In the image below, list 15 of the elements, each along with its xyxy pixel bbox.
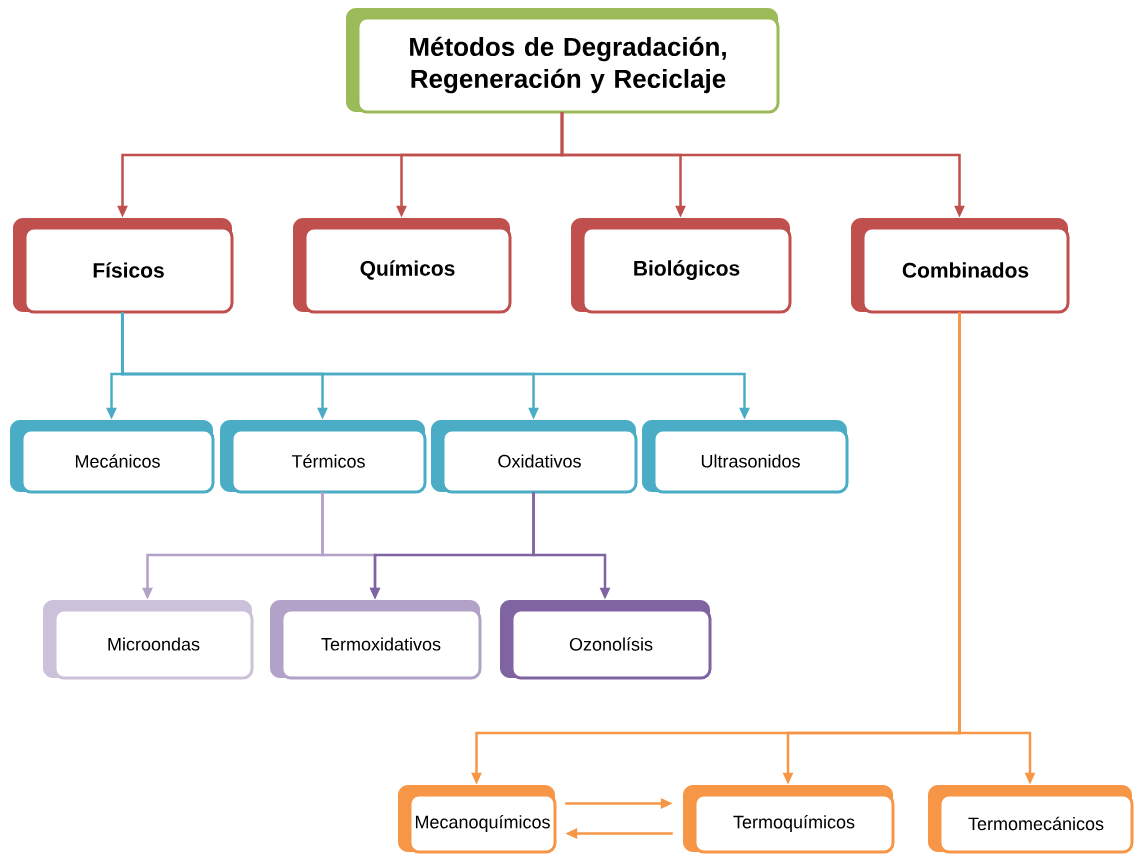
- process-box: Termoxidativos: [270, 600, 482, 680]
- process-box: Mecanoquímicos: [398, 785, 557, 854]
- process-box: Biológicos: [571, 218, 792, 314]
- process-box: Termoquímicos: [683, 785, 895, 854]
- process-box: Microondas: [43, 600, 254, 680]
- process-box: Mecánicos: [10, 420, 215, 494]
- process-box: Químicos: [293, 218, 512, 314]
- process-box: Físicos: [13, 218, 234, 314]
- process-box: Oxidativos: [431, 420, 638, 494]
- process-box: Ozonolísis: [500, 600, 712, 680]
- process-box: Termomecánicos: [928, 785, 1134, 854]
- process-box: Térmicos: [220, 420, 427, 494]
- process-box: Combinados: [851, 218, 1070, 314]
- process-box: Ultrasonidos: [642, 420, 849, 494]
- process-box: Métodos de Degradación, Regeneración y Reciclaje: [346, 8, 780, 114]
